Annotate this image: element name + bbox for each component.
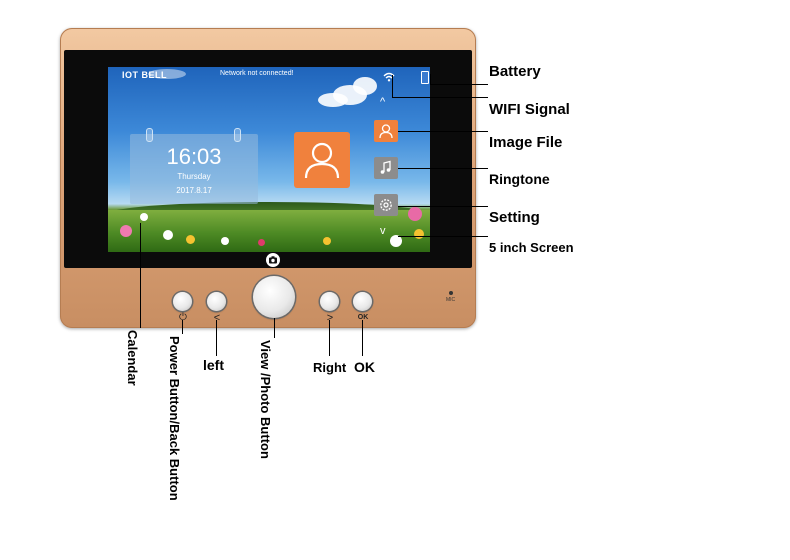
ringtone-leader [398, 168, 488, 169]
right-leader [329, 320, 330, 356]
battery-icon [421, 71, 429, 84]
screen-leader [398, 236, 488, 237]
setting-label: Setting [489, 209, 540, 226]
view-photo-button[interactable] [253, 276, 295, 318]
chevron-down-icon[interactable]: v [380, 225, 386, 237]
battery-leader [430, 84, 488, 85]
calendar-date: 2017.8.17 [176, 186, 212, 195]
camera-icon [266, 253, 280, 267]
wifi-icon [383, 69, 395, 87]
left-button[interactable] [207, 292, 226, 311]
calendar-weekday: Thursday [177, 172, 211, 181]
person-icon [379, 124, 393, 139]
wifi-signal-label: WIFI Signal [489, 101, 570, 118]
calendar-label: Calendar [125, 330, 140, 386]
ringtone-label: Ringtone [489, 171, 550, 187]
ringtone-button[interactable] [374, 157, 398, 179]
battery-label: Battery [489, 63, 541, 80]
clock-time: 16:03 [166, 144, 222, 169]
power-leader [182, 320, 183, 334]
wifi-leader [392, 97, 488, 98]
person-icon [304, 142, 340, 179]
mic-label: MIC [446, 297, 456, 303]
contact-tile[interactable] [294, 132, 350, 188]
view-photo-leader [274, 318, 275, 338]
power-back-button[interactable] [173, 292, 192, 311]
image-file-leader [398, 131, 488, 132]
battery-leader-stub [430, 74, 431, 85]
view-photo-label: View /Photo Button [258, 340, 273, 459]
right-button[interactable] [320, 292, 339, 311]
ok-label: OK [354, 359, 375, 375]
network-status: Network not connected! [220, 70, 294, 77]
brand-label: IOT BELL [122, 70, 167, 80]
right-label: Right [313, 360, 347, 375]
left-label: left [203, 357, 224, 373]
left-leader [216, 320, 217, 356]
ok-leader [362, 320, 363, 356]
left-arrow-mark: < [213, 312, 221, 324]
calendar-widget[interactable]: 16:03 Thursday 2017.8.17 [130, 128, 258, 204]
wifi-leader-stub [392, 75, 393, 98]
microphone-hole [449, 291, 453, 295]
image-file-label: Image File [489, 134, 563, 151]
ok-button[interactable] [353, 292, 372, 311]
power-icon: ⏻ [179, 312, 187, 323]
gear-icon [380, 199, 392, 211]
screen-size-label: 5 inch Screen [489, 240, 574, 255]
setting-button[interactable] [374, 194, 398, 216]
ok-mark: OK [357, 314, 369, 321]
right-arrow-mark: > [326, 312, 334, 324]
power-back-label: Power Button/Back Button [167, 336, 182, 501]
lcd-screen: IOT BELL Network not connected! 16:03 Th… [108, 67, 430, 252]
calendar-leader [140, 223, 141, 328]
chevron-up-icon[interactable]: ^ [380, 96, 386, 108]
setting-leader [398, 206, 488, 207]
image-file-button[interactable] [374, 120, 398, 142]
music-note-icon [380, 160, 391, 174]
